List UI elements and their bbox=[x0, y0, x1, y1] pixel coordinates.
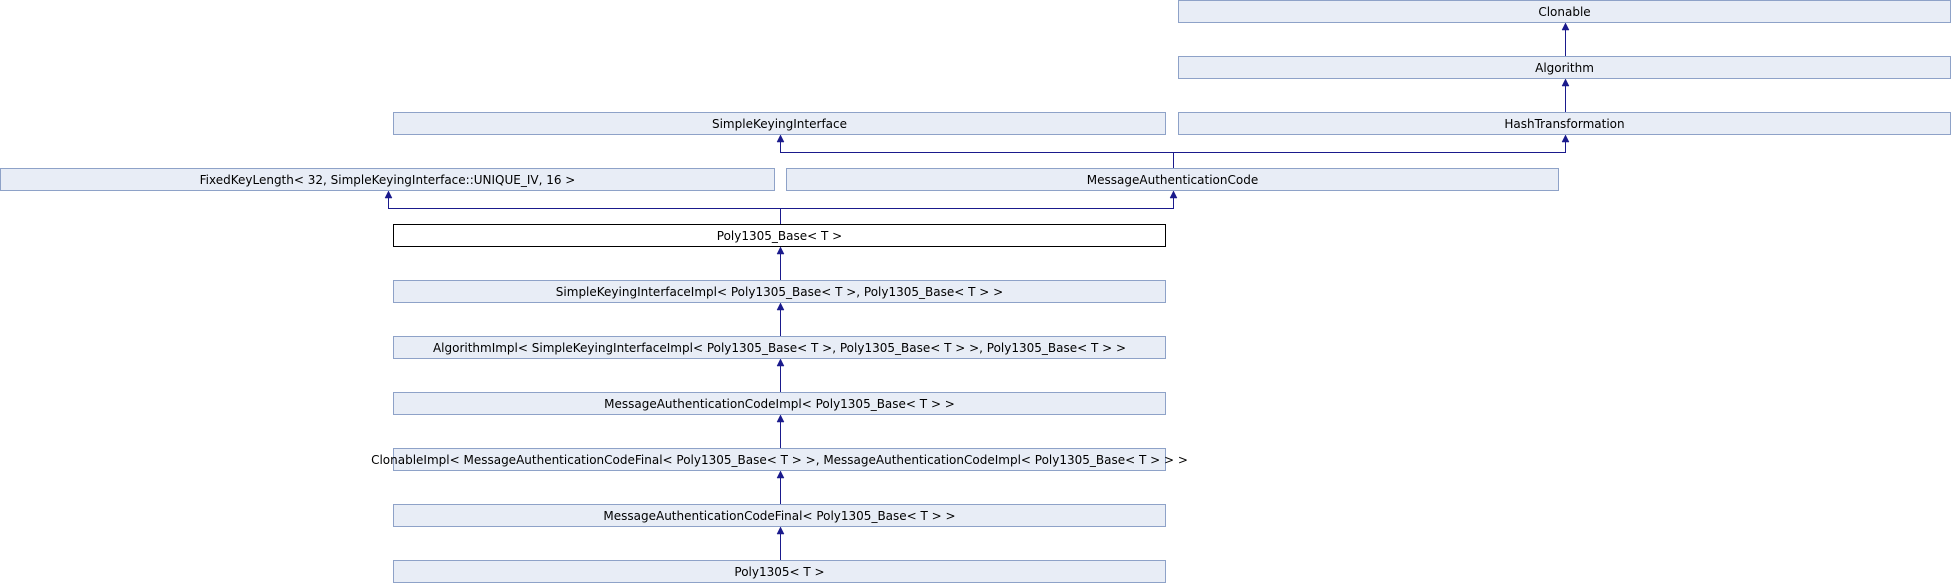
node-label: Algorithm bbox=[1535, 60, 1594, 75]
node-message-authentication-code-final[interactable]: MessageAuthenticationCodeFinal< Poly1305… bbox=[393, 504, 1166, 527]
node-label: SimpleKeyingInterfaceImpl< Poly1305_Base… bbox=[555, 284, 1004, 299]
arrowhead-icon bbox=[776, 134, 785, 143]
node-fixed-key-length[interactable]: FixedKeyLength< 32, SimpleKeyingInterfac… bbox=[0, 168, 775, 191]
node-message-authentication-code[interactable]: MessageAuthenticationCode bbox=[786, 168, 1559, 191]
inheritance-edge-messageauthenticationcode-to-hashtransformation bbox=[1173, 141, 1566, 168]
arrowhead-icon bbox=[776, 414, 785, 423]
node-label: ClonableImpl< MessageAuthenticationCodeF… bbox=[371, 452, 1188, 467]
node-algorithm[interactable]: Algorithm bbox=[1178, 56, 1951, 79]
node-label: Clonable bbox=[1538, 4, 1591, 19]
node-label: MessageAuthenticationCode bbox=[1086, 172, 1259, 187]
arrowhead-icon bbox=[1561, 134, 1570, 143]
arrowhead-icon bbox=[776, 302, 785, 311]
node-clonable-impl[interactable]: ClonableImpl< MessageAuthenticationCodeF… bbox=[371, 448, 1188, 471]
node-label: MessageAuthenticationCodeFinal< Poly1305… bbox=[603, 508, 956, 523]
arrowhead-icon bbox=[1169, 190, 1178, 199]
arrowhead-icon bbox=[776, 470, 785, 479]
node-message-authentication-code-impl[interactable]: MessageAuthenticationCodeImpl< Poly1305_… bbox=[393, 392, 1166, 415]
arrowhead-icon bbox=[776, 246, 785, 255]
inheritance-edge-poly1305base-to-messageauthenticationcode bbox=[780, 197, 1174, 224]
arrowhead-icon bbox=[776, 526, 785, 535]
arrowhead-icon bbox=[776, 358, 785, 367]
inheritance-edge-poly1305base-to-fixedkeylength bbox=[388, 197, 781, 224]
arrowhead-icon bbox=[1561, 22, 1570, 31]
node-label: AlgorithmImpl< SimpleKeyingInterfaceImpl… bbox=[432, 340, 1127, 355]
node-label: MessageAuthenticationCodeImpl< Poly1305_… bbox=[604, 396, 955, 411]
arrowhead-icon bbox=[384, 190, 393, 199]
node-algorithm-impl[interactable]: AlgorithmImpl< SimpleKeyingInterfaceImpl… bbox=[393, 336, 1166, 359]
node-simple-keying-interface-impl[interactable]: SimpleKeyingInterfaceImpl< Poly1305_Base… bbox=[393, 280, 1166, 303]
node-poly1305[interactable]: Poly1305< T > bbox=[393, 560, 1166, 583]
node-poly1305-base-current: Poly1305_Base< T > bbox=[393, 224, 1166, 247]
node-label: HashTransformation bbox=[1504, 116, 1625, 131]
node-label: Poly1305< T > bbox=[734, 564, 825, 579]
node-clonable[interactable]: Clonable bbox=[1178, 0, 1951, 23]
node-label: Poly1305_Base< T > bbox=[716, 228, 843, 243]
node-label: FixedKeyLength< 32, SimpleKeyingInterfac… bbox=[199, 172, 576, 187]
arrowhead-icon bbox=[1561, 78, 1570, 87]
inheritance-edge-messageauthenticationcode-to-simplekeyinginterface bbox=[780, 141, 1174, 168]
node-simple-keying-interface[interactable]: SimpleKeyingInterface bbox=[393, 112, 1166, 135]
node-label: SimpleKeyingInterface bbox=[711, 116, 847, 131]
node-hash-transformation[interactable]: HashTransformation bbox=[1178, 112, 1951, 135]
